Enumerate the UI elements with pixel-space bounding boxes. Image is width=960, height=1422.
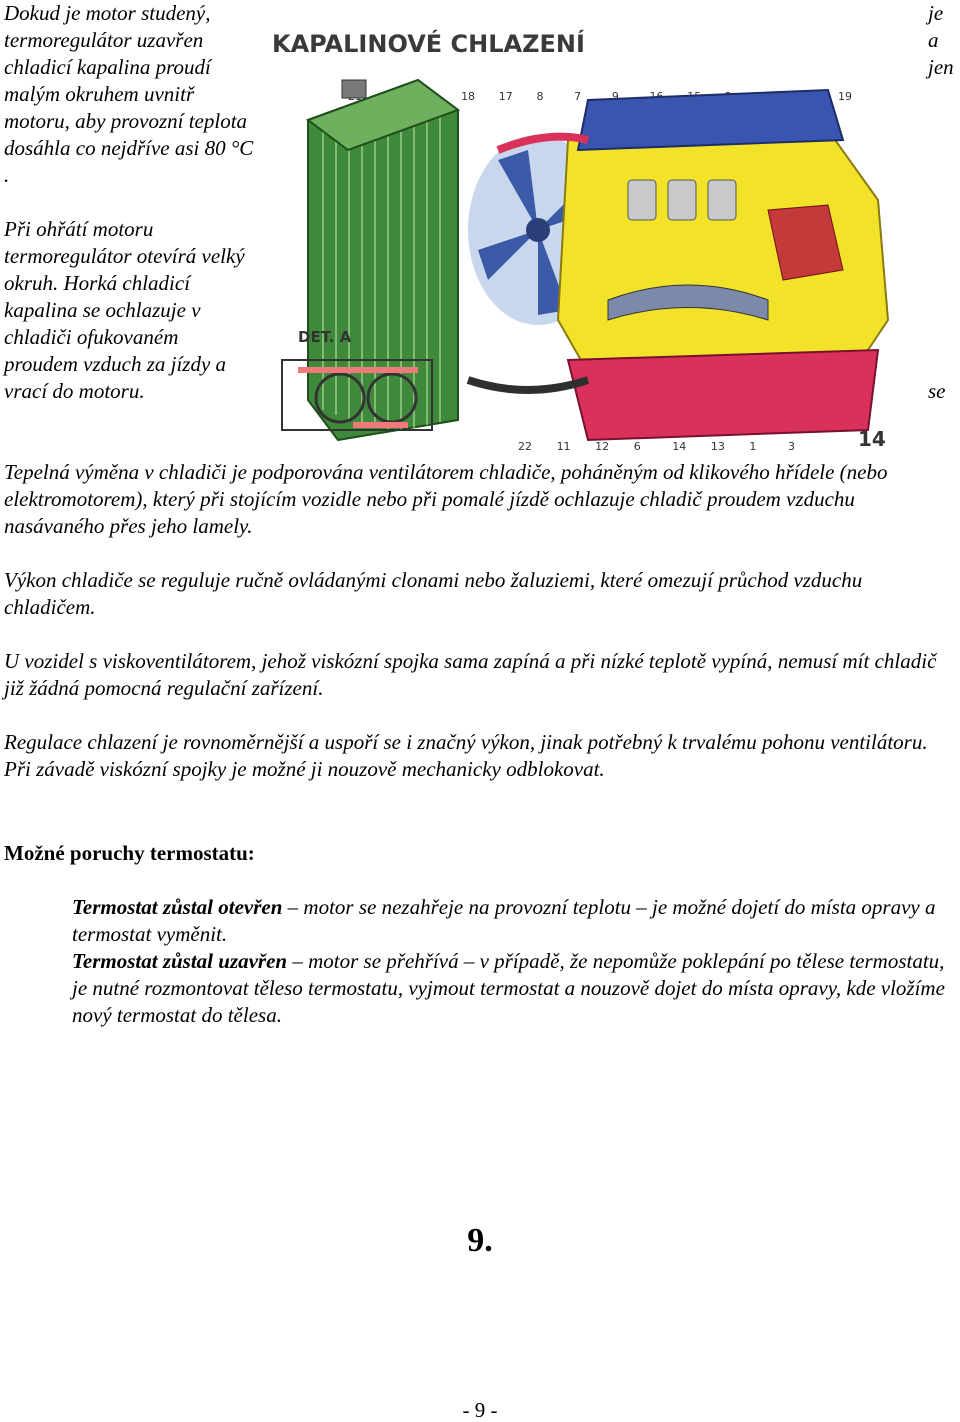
body-text: Tepelná výměna v chladiči je podporována…: [4, 459, 954, 810]
faults-heading: Možné poruchy termostatu:: [4, 841, 255, 865]
intro-paragraph-warm: Při ohřátí motoru termoregulátor otevírá…: [4, 217, 245, 403]
injection-pump: [767, 204, 844, 281]
fragment-je: je: [928, 1, 944, 25]
cooling-system-figure: KAPALINOVÉ CHLAZENÍ 21541817879161522010…: [268, 20, 924, 460]
callout-9: 9: [612, 90, 619, 103]
fault-open-title: Termostat zůstal otevřen: [72, 895, 283, 919]
callout-22: 22: [518, 440, 532, 453]
engine-block: [466, 88, 890, 442]
faults-list: Termostat zůstal otevřen – motor se neza…: [72, 894, 960, 1029]
detail-label: DET. A: [298, 328, 352, 346]
fault-item-closed: Termostat zůstal uzavřen – motor se přeh…: [72, 948, 960, 1029]
figure-title: KAPALINOVÉ CHLAZENÍ: [272, 29, 585, 58]
callout-11: 11: [557, 440, 571, 453]
callout-3: 3: [788, 440, 795, 453]
paragraph-regulation-benefit: Regulace chlazení je rovnoměrnější a usp…: [4, 730, 928, 781]
callout-17: 17: [499, 90, 513, 103]
paragraph-viscofan: U vozidel s viskoventilátorem, jehož vis…: [4, 649, 937, 700]
callout-7: 7: [574, 90, 581, 103]
page-number: - 9 -: [462, 1398, 498, 1422]
callout-13: 13: [711, 440, 725, 453]
right-margin-fragments: je a jen: [928, 0, 960, 81]
left-column: Dokud je motor studený, termoregulátor u…: [4, 0, 254, 405]
radiator: [305, 78, 461, 442]
intro-paragraph-cold: Dokud je motor studený, termoregulátor u…: [4, 1, 254, 187]
fragment-se: se: [928, 379, 946, 403]
detail-a-diagram: DET. A: [281, 328, 433, 431]
fragment-a: a: [928, 28, 939, 52]
fault-closed-text: – motor se přehřívá – v případě, že nepo…: [72, 949, 945, 1027]
callout-18: 18: [461, 90, 475, 103]
paragraph-radiator-regulation: Výkon chladiče se reguluje ručně ovládan…: [4, 568, 863, 619]
radiator-cap: [341, 79, 367, 99]
figure-number: 14: [858, 427, 886, 451]
chapter-number: 9.: [467, 1222, 493, 1259]
callout-19: 19: [838, 90, 852, 103]
crankshaft: [607, 284, 769, 321]
paragraph-heat-exchange: Tepelná výměna v chladiči je podporována…: [4, 460, 888, 538]
callout-1: 1: [749, 440, 756, 453]
fragment-jen: jen: [928, 55, 954, 79]
cylinder-head: [576, 88, 845, 152]
oil-pan: [566, 348, 880, 442]
fault-open-text: – motor se nezahřeje na provozní teplotu…: [72, 895, 936, 946]
callout-12: 12: [595, 440, 609, 453]
engine-cutaway-illustration: KAPALINOVÉ CHLAZENÍ 21541817879161522010…: [272, 29, 890, 453]
fault-closed-title: Termostat zůstal uzavřen: [72, 949, 288, 973]
callout-6: 6: [634, 440, 641, 453]
callout-14: 14: [672, 440, 686, 453]
fault-item-open: Termostat zůstal otevřen – motor se neza…: [72, 894, 960, 948]
callout-8: 8: [536, 90, 543, 103]
